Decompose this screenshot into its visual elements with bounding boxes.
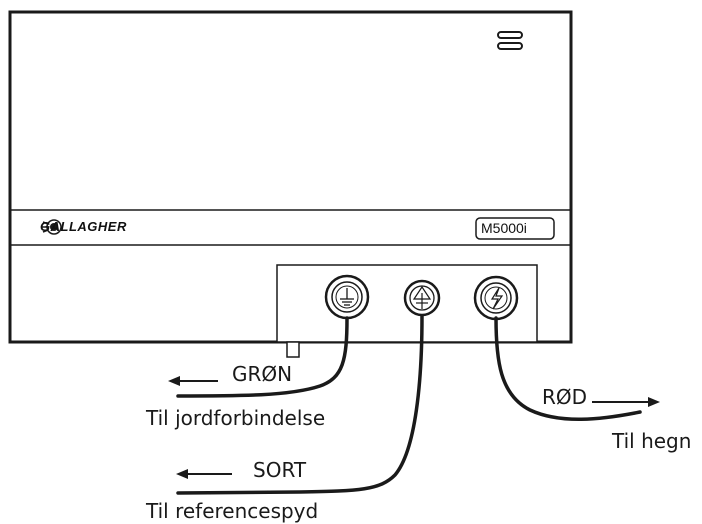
arrow-up-icon: [412, 285, 432, 309]
label-to-ground: Til jordforbindelse: [146, 406, 326, 430]
earth-cable: [176, 316, 349, 398]
label-black: SORT: [253, 458, 307, 482]
label-green: GRØN: [232, 362, 293, 386]
lightning-icon: [490, 287, 504, 310]
label-to-reference: Til referencespyd: [146, 499, 319, 523]
model-badge: [475, 217, 555, 240]
reference-terminal: [403, 279, 441, 317]
fence-cable: [494, 316, 642, 421]
ground-icon: [340, 288, 354, 306]
label-red: RØD: [542, 385, 588, 409]
green-left-arrow-icon: [168, 376, 218, 386]
brand-name: GALLAGHER: [40, 219, 127, 234]
reference-cable: [176, 314, 424, 495]
label-to-fence: Til hegn: [612, 429, 692, 453]
fence-terminal: [473, 275, 519, 321]
black-left-arrow-icon: [176, 469, 232, 479]
vent-icon: [497, 31, 523, 50]
cable-clip: [286, 341, 300, 358]
red-right-arrow-icon: [592, 397, 660, 407]
model-name: M5000i: [481, 220, 527, 236]
earth-terminal: [324, 274, 370, 320]
gallagher-logo-icon: [42, 219, 62, 235]
